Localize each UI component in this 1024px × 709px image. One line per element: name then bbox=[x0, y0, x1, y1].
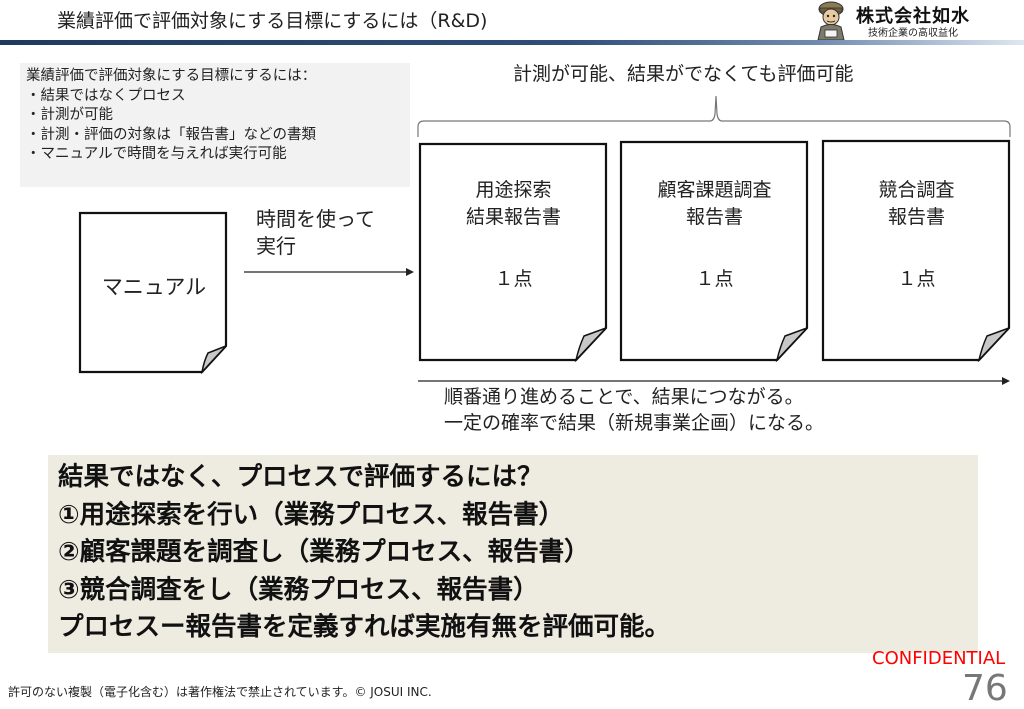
report-title: 競合調査 報告書 bbox=[821, 177, 1012, 231]
summary-line: ②顧客課題を調査し（業務プロセス、報告書） bbox=[58, 537, 590, 567]
summary-line: ①用途探索を行い（業務プロセス、報告書） bbox=[58, 499, 565, 530]
report-document: 競合調査 報告書 １点 bbox=[821, 139, 1012, 362]
sequence-arrow bbox=[418, 377, 1010, 385]
manual-document: マニュアル bbox=[78, 211, 230, 374]
report-title-line: 用途探索 bbox=[475, 179, 552, 201]
company-name: 株式会社如水 bbox=[856, 6, 970, 27]
header-bar bbox=[0, 40, 1024, 45]
criteria-item: ・結果ではなくプロセス bbox=[26, 87, 186, 104]
report-score: １点 bbox=[897, 268, 936, 290]
page-number: 76 bbox=[962, 668, 1008, 709]
summary-box: 結果ではなく、プロセスで評価するには？ ①用途探索を行い（業務プロセス、報告書）… bbox=[48, 455, 978, 653]
execute-label: 時間を使って 実行 bbox=[256, 206, 375, 260]
document-icon bbox=[78, 211, 228, 374]
criteria-item: ・計測が可能 bbox=[26, 107, 113, 123]
document-icon bbox=[418, 142, 608, 362]
report-title-line: 結果報告書 bbox=[465, 206, 561, 228]
sequence-note: 順番通り進めることで、結果につながる。 一定の確率で結果（新規事業企画）になる。 bbox=[444, 384, 824, 436]
report-score: １点 bbox=[494, 268, 533, 290]
report-title-line: 顧客課題調査 bbox=[657, 179, 772, 201]
company-logo bbox=[812, 0, 1012, 40]
execute-label-line: 実行 bbox=[256, 234, 296, 258]
report-document: 用途探索 結果報告書 １点 bbox=[418, 142, 609, 362]
summary-line: ③競合調査をし（業務プロセス、報告書） bbox=[58, 574, 539, 605]
sequence-note-line: 順番通り進めることで、結果につながる。 bbox=[444, 386, 804, 408]
curly-brace bbox=[417, 95, 1011, 137]
execute-arrow bbox=[244, 268, 414, 276]
criteria-item: ・マニュアルで時間を与えれば実行可能 bbox=[26, 146, 287, 162]
summary-conclusion: プロセスー報告書を定義すれば実施有無を評価可能。 bbox=[58, 612, 671, 642]
summary-heading: 結果ではなく、プロセスで評価するには？ bbox=[58, 462, 543, 492]
confidential-label: CONFIDENTIAL bbox=[872, 648, 1006, 669]
copyright-notice: 許可のない複製（電子化含む）は著作権法で禁止されています。© JOSUI INC… bbox=[8, 685, 432, 699]
report-title: 顧客課題調査 報告書 bbox=[619, 177, 810, 231]
report-score: １点 bbox=[695, 268, 734, 290]
report-title-line: 報告書 bbox=[685, 206, 743, 228]
report-title: 用途探索 結果報告書 bbox=[418, 177, 609, 231]
worker-mascot-icon bbox=[817, 1, 845, 40]
document-icon bbox=[619, 140, 809, 362]
sequence-note-line: 一定の確率で結果（新規事業企画）になる。 bbox=[444, 412, 825, 434]
criteria-heading: 業績評価で評価対象にする目標にするには： bbox=[26, 68, 317, 84]
company-tagline: 技術企業の高収益化 bbox=[868, 28, 958, 39]
brace-label: 計測が可能、結果がでなくても評価可能 bbox=[513, 63, 854, 85]
report-title-line: 競合調査 bbox=[878, 179, 955, 201]
report-title-line: 報告書 bbox=[887, 206, 945, 228]
document-icon bbox=[821, 139, 1011, 362]
report-document: 顧客課題調査 報告書 １点 bbox=[619, 140, 810, 362]
slide-title: 業績評価で評価対象にする目標にするには（R&D) bbox=[57, 10, 488, 32]
criteria-item: ・計測・評価の対象は「報告書」などの書類 bbox=[26, 126, 316, 143]
manual-label: マニュアル bbox=[101, 275, 207, 299]
execute-label-line: 時間を使って bbox=[256, 207, 375, 231]
criteria-box: 業績評価で評価対象にする目標にするには： ・結果ではなくプロセス ・計測が可能 … bbox=[20, 63, 410, 187]
